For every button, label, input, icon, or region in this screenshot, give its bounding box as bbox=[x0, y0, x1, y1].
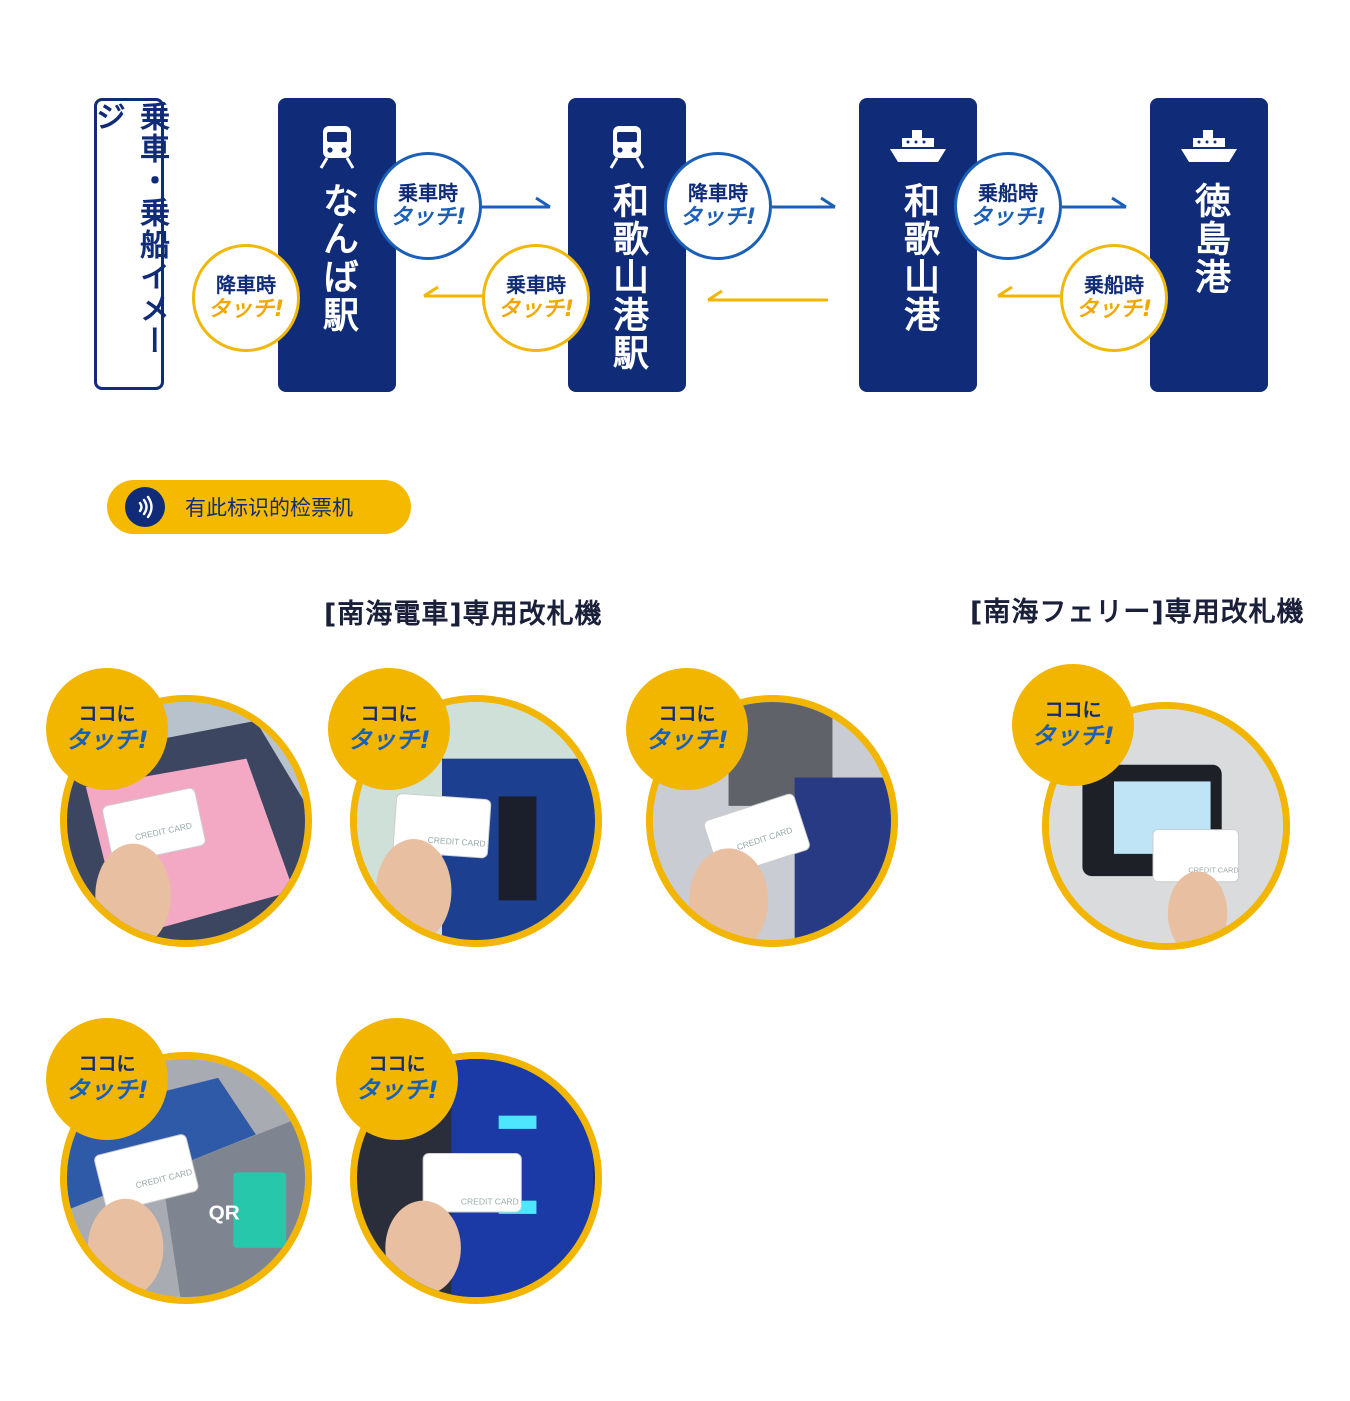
touch-bubble-board: 乗車時 タッチ! bbox=[374, 152, 482, 260]
arrow-left bbox=[707, 289, 828, 302]
touch-here-badge: ココに タッチ! bbox=[1012, 664, 1134, 786]
touch-bubble-board-ship: 乗船時 タッチ! bbox=[954, 152, 1062, 260]
svg-text:CREDIT CARD: CREDIT CARD bbox=[1188, 865, 1238, 874]
page-title: 乗車・乗船イメージ bbox=[90, 101, 169, 357]
legend: 有此标识的检票机 bbox=[107, 480, 411, 534]
heading-train-gates: [南海電車]専用改札機 bbox=[324, 599, 603, 630]
title-box: 乗車・乗船イメージ bbox=[90, 98, 169, 390]
svg-text:CREDIT CARD: CREDIT CARD bbox=[461, 1196, 519, 1206]
station-wakayamako-port: 和歌山港 bbox=[859, 98, 977, 392]
train-icon bbox=[319, 126, 355, 169]
touch-bubble-alight: 降車時 タッチ! bbox=[664, 152, 772, 260]
touch-here-badge: ココに タッチ! bbox=[46, 1018, 168, 1140]
contactless-icon bbox=[125, 487, 165, 527]
train-icon bbox=[609, 126, 645, 169]
station-tokushima-port: 徳島港 bbox=[1150, 98, 1268, 392]
touch-here-badge: ココに タッチ! bbox=[626, 668, 748, 790]
ship-icon bbox=[1181, 130, 1237, 162]
route-arrows bbox=[423, 196, 1127, 302]
station-name: 和歌山港 bbox=[898, 182, 939, 334]
touch-here-badge: ココに タッチ! bbox=[328, 668, 450, 790]
legend-text: 有此标识的检票机 bbox=[185, 496, 353, 520]
touch-here-badge: ココに タッチ! bbox=[46, 668, 168, 790]
station-name: なんば駅 bbox=[317, 182, 358, 334]
arrow-right bbox=[1062, 196, 1127, 209]
touch-bubble-board: 乗車時 タッチ! bbox=[482, 244, 590, 352]
ship-icon bbox=[890, 130, 946, 162]
touch-here-badge: ココに タッチ! bbox=[336, 1018, 458, 1140]
heading-ferry-gates: [南海フェリー]専用改札機 bbox=[970, 597, 1305, 628]
arrow-left bbox=[997, 285, 1060, 298]
gate-photo: CREDIT CARD bbox=[60, 695, 312, 947]
svg-text:CREDIT CARD: CREDIT CARD bbox=[427, 835, 485, 849]
station-wakayamako-eki: 和歌山港駅 bbox=[568, 98, 686, 392]
station-name: 和歌山港駅 bbox=[607, 182, 648, 372]
touch-bubble-board-ship: 乗船時 タッチ! bbox=[1060, 244, 1168, 352]
arrow-left bbox=[423, 285, 490, 298]
station-name: 徳島港 bbox=[1189, 182, 1230, 296]
svg-text:QR: QR bbox=[209, 1202, 240, 1225]
arrow-right bbox=[480, 196, 551, 209]
arrow-right bbox=[772, 196, 836, 209]
touch-bubble-alight: 降車時 タッチ! bbox=[192, 244, 300, 352]
station-namba: なんば駅 bbox=[278, 98, 396, 392]
